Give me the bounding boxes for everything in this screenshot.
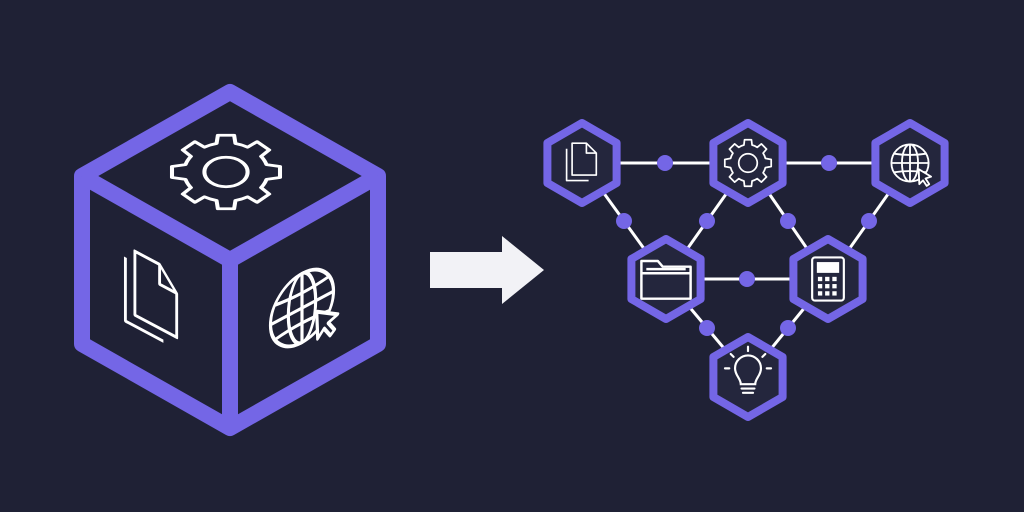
network-nodes xyxy=(543,119,949,421)
edge-dot-gear-folder xyxy=(699,213,715,229)
edge-dot-folder-bulb xyxy=(699,320,715,336)
edge-dot-gear-globe xyxy=(821,155,837,171)
node-bulb xyxy=(709,333,787,421)
right-arrow-icon xyxy=(430,236,544,304)
edge-dot-globe-calc xyxy=(861,213,877,229)
node-gear xyxy=(709,119,787,207)
node-hexagon xyxy=(709,333,787,421)
node-calc xyxy=(789,235,867,323)
documents-icon xyxy=(123,244,179,351)
node-hexagon xyxy=(543,119,621,207)
edge-dot-gear-calc xyxy=(780,213,796,229)
edge-dot-folder-calc xyxy=(739,271,755,287)
node-hexagon xyxy=(709,119,787,207)
module-cube xyxy=(74,84,386,436)
node-folder xyxy=(627,235,705,323)
node-docs xyxy=(543,119,621,207)
edge-dot-docs-gear xyxy=(657,155,673,171)
edge-dot-calc-bulb xyxy=(780,320,796,336)
node-globe xyxy=(871,119,949,207)
edge-dot-docs-folder xyxy=(616,213,632,229)
gear-icon xyxy=(172,135,280,209)
globe-cursor-icon xyxy=(268,252,340,370)
